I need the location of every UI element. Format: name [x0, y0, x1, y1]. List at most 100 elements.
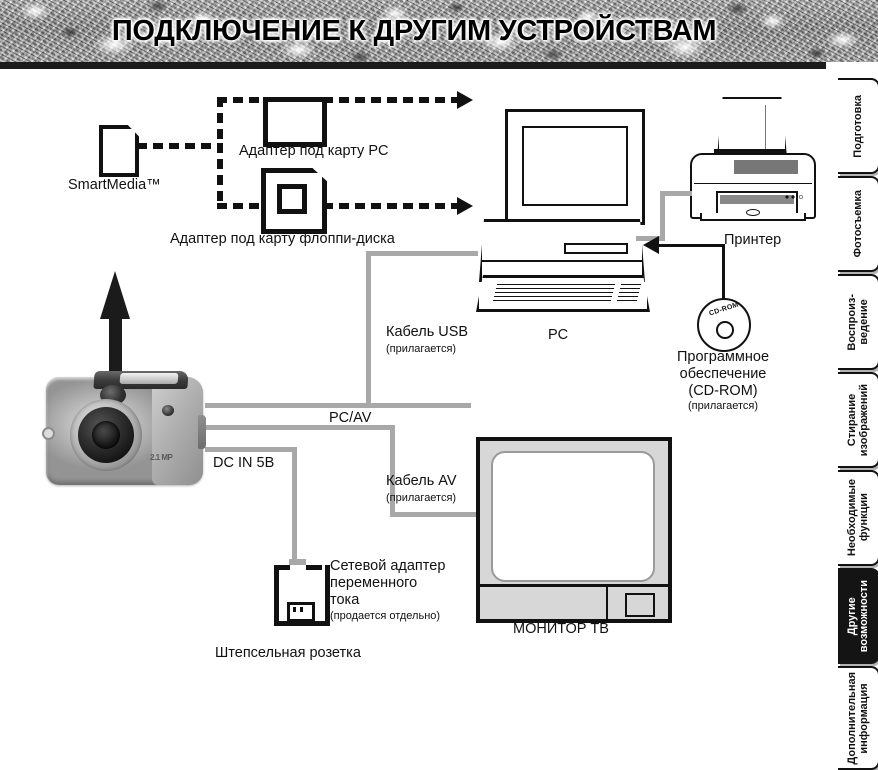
- cdrom-line-vertical: [722, 244, 725, 300]
- sidebar-tab-label: Необходимые функции: [846, 479, 870, 557]
- usb-cable-vertical: [366, 251, 371, 408]
- tv-control-panel: [480, 584, 668, 619]
- printer-cable-v: [660, 191, 665, 241]
- connection-diagram: SmartMedia™ Адаптер под карту PC Адаптер…: [0, 69, 828, 708]
- tv-monitor-illustration: [476, 437, 672, 623]
- floppy-adapter-label: Адаптер под карту флоппи-диска: [170, 231, 395, 247]
- ac-adapter-top-right: [306, 565, 322, 570]
- usb-cable-into-pc: [366, 251, 478, 256]
- socket-slot-left: [293, 607, 296, 612]
- cdrom-line-horizontal: [659, 244, 725, 247]
- camera-lens-glass: [92, 421, 120, 449]
- printer-cable-h1: [660, 191, 692, 196]
- sidebar-tab-label: Дополнительная информация: [846, 671, 870, 765]
- ac-adapter-socket: [287, 602, 315, 622]
- sidebar-tab-label: Стирание изображений: [846, 383, 870, 457]
- laptop-keyboard-base: [476, 275, 650, 312]
- printer-tray-guides: [765, 105, 787, 155]
- dcin-port-label: DC IN 5B: [213, 455, 275, 471]
- dashed-line-junction-up: [217, 97, 223, 149]
- av-cable-into-tv: [390, 512, 480, 517]
- cdrom-disc-icon: CD-ROM: [697, 298, 751, 352]
- page-title: ПОДКЛЮЧЕНИЕ К ДРУГИМ УСТРОЙСТВАМ: [111, 14, 717, 47]
- usb-cable-from-camera: [205, 403, 471, 408]
- sidebar-tab-label: Другие возможности: [846, 579, 870, 653]
- section-tab-strip: Подготовка Фотосъемка Воспроиз- ведение …: [832, 72, 878, 770]
- pc-card-adapter-icon: [263, 97, 327, 147]
- camera-strap-eyelet: [42, 427, 55, 440]
- sidebar-tab-dopolnitelnaya-informaciya[interactable]: Дополнительная информация: [838, 666, 878, 770]
- printer-seam-line: [694, 183, 812, 184]
- av-cable-vertical: [390, 425, 395, 517]
- camera-flash: [119, 373, 179, 384]
- arrow-head: [100, 271, 130, 319]
- av-cable-note: (прилагается): [386, 492, 457, 504]
- arrowhead-pc-card-to-pc: [457, 91, 473, 109]
- pc-card-adapter-label: Адаптер под карту PC: [239, 143, 389, 159]
- printer-label: Принтер: [724, 232, 782, 248]
- header-divider-rule: [0, 62, 826, 69]
- floppy-disk-adapter-icon: [261, 168, 327, 234]
- dashed-arrow-pc-card-to-pc: [323, 97, 457, 103]
- sidebar-tab-stiranie-izobrazhenij[interactable]: Стирание изображений: [838, 372, 878, 468]
- arrowhead-floppy-to-pc: [457, 197, 473, 215]
- tv-screen: [491, 451, 655, 582]
- arrowhead-cdrom-to-pc: [643, 236, 659, 254]
- laptop-drive-slot: [564, 243, 628, 254]
- pc-label: PC: [548, 327, 569, 343]
- dcin-cable-vertical: [292, 447, 297, 562]
- ac-adapter-note: (продается отдельно): [330, 610, 441, 622]
- smartmedia-card-icon: [99, 125, 139, 177]
- laptop-screen: [522, 126, 628, 206]
- software-label: Программное обеспечение (CD-ROM): [676, 349, 770, 399]
- cdrom-center-hole: [716, 321, 734, 339]
- dashed-line-to-pc-card-adapter: [217, 97, 265, 103]
- dashed-arrow-floppy-to-pc: [323, 203, 457, 209]
- printer-illustration: [686, 97, 816, 222]
- ac-adapter-illustration: [274, 559, 330, 626]
- ac-adapter-label: Сетевой адаптер переменного тока: [330, 558, 446, 608]
- printer-control-buttons: [784, 193, 806, 201]
- laptop-keyboard-keys: [492, 284, 616, 301]
- sidebar-tab-label: Воспроиз- ведение: [846, 293, 870, 351]
- wall-outlet-label: Штепсельная розетка: [215, 645, 361, 661]
- printer-body: [690, 153, 816, 219]
- laptop-body: [479, 219, 645, 282]
- page-header-banner: ПОДКЛЮЧЕНИЕ К ДРУГИМ УСТРОЙСТВАМ: [0, 0, 878, 62]
- camera-grip: [152, 377, 203, 485]
- sidebar-tab-fotosemka[interactable]: Фотосъемка: [838, 176, 878, 272]
- sidebar-tab-vosproizvedenie[interactable]: Воспроиз- ведение: [838, 274, 878, 370]
- printer-top-band: [734, 160, 798, 174]
- av-cable-from-camera: [205, 425, 395, 430]
- usb-cable-label: Кабель USB: [386, 324, 469, 340]
- sidebar-tab-podgotovka[interactable]: Подготовка: [838, 78, 878, 174]
- camera-lens-barrel: [70, 399, 142, 471]
- printer-knob: [746, 209, 760, 216]
- dashed-line-to-floppy-adapter: [217, 203, 265, 209]
- tv-panel-divider: [606, 587, 608, 619]
- dashed-line-junction-down: [217, 143, 223, 209]
- socket-slot-right: [300, 607, 303, 612]
- laptop-pc-illustration: [476, 109, 650, 324]
- digital-camera-illustration: 2.1 MP: [42, 369, 207, 492]
- sidebar-tab-label: Фотосъемка: [852, 190, 864, 258]
- software-note: (прилагается): [687, 400, 759, 412]
- printer-paper-tray: [717, 97, 787, 157]
- laptop-body-divider: [482, 260, 642, 262]
- printer-base: [700, 213, 806, 221]
- camera-lens-mid: [78, 407, 134, 463]
- camera-port-cover: [198, 415, 206, 449]
- printer-output-band: [720, 195, 794, 204]
- cdrom-disc-text: CD-ROM: [708, 301, 740, 318]
- tv-monitor-label: МОНИТОР ТВ: [513, 621, 609, 637]
- dashed-line-card-to-junction: [137, 143, 223, 149]
- av-cable-label: Кабель AV: [386, 473, 457, 489]
- laptop-screen-case: [505, 109, 645, 225]
- smartmedia-label: SmartMedia™: [68, 177, 161, 193]
- ac-adapter-top-left: [274, 565, 290, 570]
- camera-viewfinder-lens: [162, 405, 174, 416]
- tv-panel-button: [625, 593, 655, 617]
- camera-brand-text: 2.1 MP: [150, 453, 173, 462]
- sidebar-tab-neobhodimye-funkcii[interactable]: Необходимые функции: [838, 470, 878, 566]
- sidebar-tab-drugie-vozmozhnosti[interactable]: Другие возможности: [838, 568, 878, 664]
